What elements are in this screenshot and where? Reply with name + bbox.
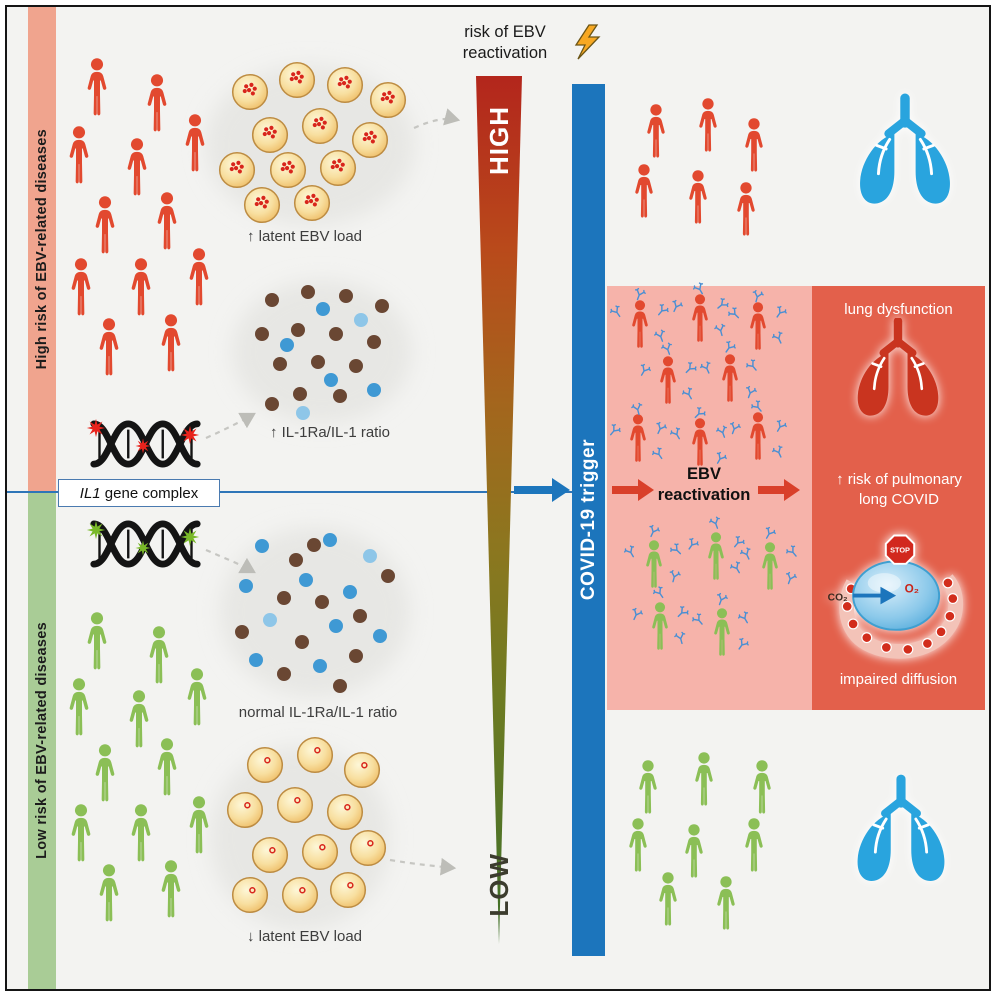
caption-il1-ratio-high: ↑ IL-1Ra/IL-1 ratio	[269, 424, 391, 441]
caption-il1-ratio-normal: normal IL-1Ra/IL-1 ratio	[238, 704, 398, 721]
lung-dysfunction-label: lung dysfunction	[844, 301, 953, 318]
high-risk-band: High risk of EBV-related diseases	[28, 7, 56, 492]
long-covid-risk-label: ↑ risk of pulmonary long COVID	[836, 471, 962, 508]
high-risk-band-label: High risk of EBV-related diseases	[34, 129, 50, 370]
low-text: LOW	[483, 853, 514, 917]
il1-gene-complex-label: IL1 gene complex	[58, 479, 220, 507]
impaired-diffusion-label: impaired diffusion	[839, 671, 958, 688]
covid-trigger-bar: COVID-19 trigger	[572, 84, 605, 956]
gene-name-rest: gene complex	[100, 484, 199, 502]
caption-latent-ebv-low: ↓ latent EBV load	[246, 928, 363, 945]
gene-name: IL1	[79, 484, 101, 502]
low-risk-band-label: Low risk of EBV-related diseases	[34, 622, 50, 859]
ebv-reactivation-label: EBV reactivation	[657, 465, 751, 505]
covid-trigger-label: COVID-19 trigger	[577, 439, 599, 601]
low-risk-band: Low risk of EBV-related diseases	[28, 492, 56, 989]
scale-high-label: HIGH	[480, 92, 518, 188]
high-text: HIGH	[483, 105, 514, 175]
caption-latent-ebv-high: ↑ latent EBV load	[246, 228, 363, 245]
risk-divider-line	[7, 491, 572, 493]
scale-low-label: LOW	[480, 840, 518, 930]
risk-scale-title: risk of EBV reactivation	[462, 23, 548, 62]
